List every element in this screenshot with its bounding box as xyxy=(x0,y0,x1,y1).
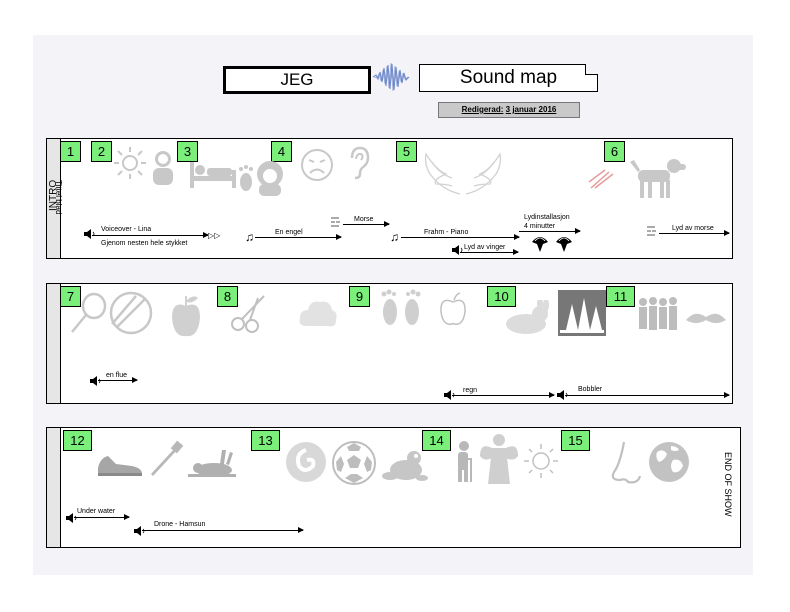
sun-icon xyxy=(112,145,148,181)
cue-label: Under water xyxy=(77,508,116,515)
cue-arrow xyxy=(98,377,138,383)
dead-bird-icon xyxy=(186,448,238,480)
cue-arrow xyxy=(659,230,730,236)
page-subtitle: Sound map xyxy=(419,64,598,92)
shoe-icon xyxy=(96,452,144,478)
magnifier-icon xyxy=(68,292,108,336)
cloud-icon xyxy=(298,298,338,332)
lane-end-label: END OF SHOW xyxy=(723,452,733,517)
nose-icon xyxy=(610,440,644,486)
girl-icon xyxy=(253,160,287,196)
football-icon xyxy=(331,440,377,486)
cue-badge: 7 xyxy=(60,286,81,307)
cue-label: Lyd av morse xyxy=(672,225,714,232)
ear-icon xyxy=(346,146,370,180)
feet-icon xyxy=(378,288,424,328)
sound-wave-icon xyxy=(372,60,410,94)
lane-end xyxy=(46,427,741,548)
scratch-icon xyxy=(587,168,615,190)
cue-label: en flue xyxy=(106,372,128,379)
speaker-icon xyxy=(84,229,95,239)
frog-icon xyxy=(382,444,428,484)
cue-label: regn xyxy=(463,387,478,394)
cue-badge: 9 xyxy=(349,286,370,307)
cue-arrow xyxy=(519,228,581,234)
cue-label: Lydinstallasjon xyxy=(524,214,570,221)
cue-label: Lyd av vinger xyxy=(464,244,506,251)
cue-label: Frahm - Piano xyxy=(424,229,469,236)
sun-outline-icon xyxy=(522,442,560,480)
cue-badge: 14 xyxy=(422,430,451,451)
page-title: JEG xyxy=(223,66,371,94)
cue-arrow xyxy=(142,527,304,533)
cue-label: Bobbler xyxy=(578,386,603,393)
cue-badge: 10 xyxy=(487,286,516,307)
cue-arrow xyxy=(74,514,130,520)
speaker-icon xyxy=(90,376,101,386)
cue-arrow xyxy=(343,221,390,227)
cue-badge: 11 xyxy=(606,286,635,307)
dog-icon xyxy=(630,158,686,200)
forest-icon xyxy=(558,290,606,336)
cue-label: Drone - Hamsun xyxy=(154,521,206,528)
cue-arrow xyxy=(92,232,209,238)
elderly-icon xyxy=(452,440,476,484)
edited-date: Redigerad: 3 januar 2016 xyxy=(438,102,580,118)
morse-icon xyxy=(647,226,656,236)
rabbit-icon xyxy=(502,300,552,336)
toothbrush-icon xyxy=(147,440,183,476)
apple-logo-icon xyxy=(438,292,468,328)
cue-badge: 2 xyxy=(91,141,112,162)
cue-arrow xyxy=(255,234,342,240)
cue-badge: 6 xyxy=(604,141,625,162)
double-arrow-icon: ▷▷ xyxy=(208,231,221,240)
speaker-icon xyxy=(66,513,77,523)
lane-middle-label-strip xyxy=(47,284,61,403)
speaker-icon xyxy=(452,245,463,255)
lane-intro-label-strip: INTRO xyxy=(47,139,61,258)
cue-arrow xyxy=(401,234,520,240)
globe-icon xyxy=(647,440,691,484)
cue-badge: 5 xyxy=(396,141,417,162)
scissors-icon xyxy=(230,292,268,334)
cue-arrow xyxy=(565,392,730,398)
footprint-icon xyxy=(237,165,255,191)
lane-end-label-strip xyxy=(47,428,61,547)
angel-statue-icon xyxy=(478,432,520,486)
speaker-cone-icon xyxy=(529,234,577,254)
cue-label: 4 minutter xyxy=(524,223,556,230)
cue-badge: 1 xyxy=(60,141,81,162)
sad-face-icon xyxy=(300,148,334,182)
mustache-icon xyxy=(684,312,728,326)
cue-badge: 13 xyxy=(251,430,280,451)
cue-label: En engel xyxy=(275,229,303,236)
cue-arrow xyxy=(452,392,555,398)
cue-note: Gjenom nesten hele stykket xyxy=(101,240,188,247)
cue-label: Voiceover - Lina xyxy=(101,226,152,233)
speaker-icon xyxy=(134,526,145,536)
lane-intro-sublabel: Tittel blad xyxy=(54,180,63,215)
cue-badge: 4 xyxy=(271,141,292,162)
apple-icon xyxy=(170,292,202,340)
no-icon xyxy=(108,290,154,336)
cue-badge: 3 xyxy=(177,141,198,162)
baby-swirl-icon xyxy=(285,440,327,484)
bed-icon xyxy=(190,158,236,188)
crowd-icon xyxy=(638,296,682,332)
cue-badge: 15 xyxy=(561,430,590,451)
cue-arrow xyxy=(460,249,519,255)
cue-badge: 12 xyxy=(63,430,92,451)
wings-icon xyxy=(422,150,504,202)
music-note-icon: ♫ xyxy=(245,230,254,244)
music-note-icon: ♫ xyxy=(390,230,399,244)
morse-icon xyxy=(331,217,340,227)
baby-icon xyxy=(150,150,176,186)
cue-label: Morse xyxy=(354,216,374,223)
cue-badge: 8 xyxy=(217,286,238,307)
